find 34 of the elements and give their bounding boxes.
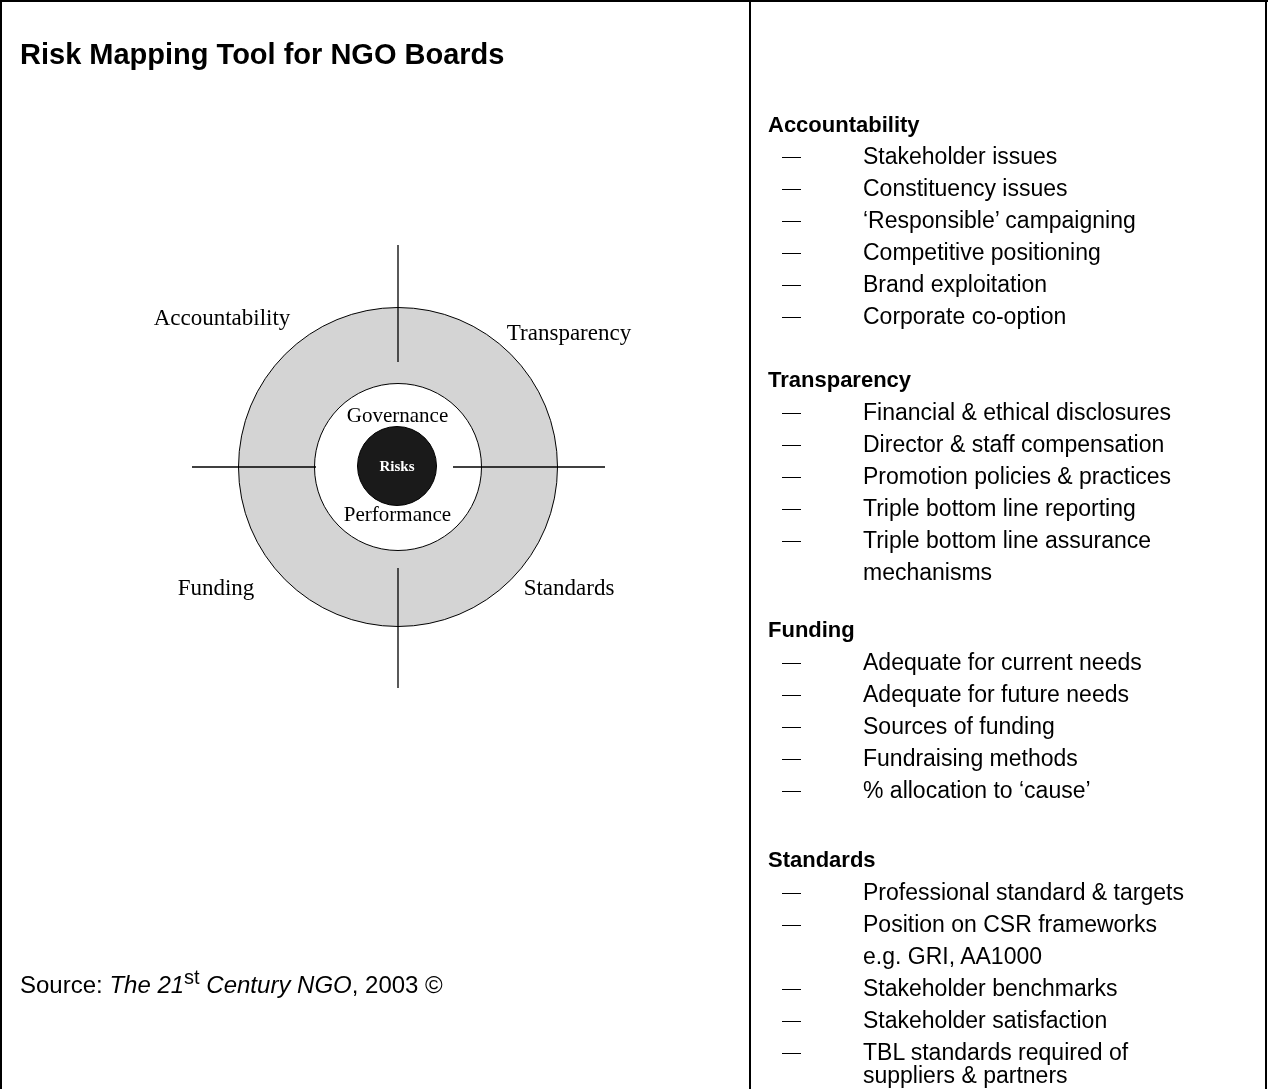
quadrant-label: Accountability <box>152 304 292 332</box>
list-item: Fundraising methods <box>863 744 1079 773</box>
circle-label: Governance <box>345 403 450 426</box>
title: Risk Mapping Tool for NGO Boards <box>20 38 505 71</box>
category-heading: Standards <box>768 847 876 873</box>
list-item: Triple bottom line assurance mechanisms <box>863 526 1153 587</box>
list-item: Promotion policies & practices <box>863 462 1173 491</box>
circle-label: Performance <box>342 502 453 525</box>
list-item: Constituency issues <box>863 174 1069 203</box>
quadrant-label: Funding <box>176 574 256 602</box>
list-item: Sources of funding <box>863 712 1056 741</box>
list-item: Professional standard & targets <box>863 878 1185 907</box>
list-item: Stakeholder issues <box>863 142 1059 171</box>
circle-label: Risks <box>378 457 416 476</box>
quadrant-label: Transparency <box>505 319 633 347</box>
list-item: Director & staff compensation <box>863 430 1166 459</box>
category-heading: Transparency <box>768 367 912 393</box>
source-caption: Source: The 21$^{st}$ Century NGO, 2003 © <box>20 966 443 999</box>
list-item: Adequate for current needs <box>863 648 1143 677</box>
list-item: Competitive positioning <box>863 238 1102 267</box>
list-item: Triple bottom line reporting <box>863 494 1137 523</box>
category-heading: Funding <box>768 617 855 643</box>
list-item: Stakeholder satisfaction <box>863 1006 1109 1035</box>
quadrant-label: Standards <box>522 574 616 602</box>
list-item: Adequate for future needs <box>863 680 1130 709</box>
list-item: Position on CSR frameworks e.g. GRI, AA1000 <box>863 910 1158 971</box>
list-item: Financial & ethical disclosures <box>863 398 1173 427</box>
list-item: Brand exploitation <box>863 270 1049 299</box>
list-item: Stakeholder benchmarks <box>863 974 1119 1003</box>
list-item: Corporate co-option <box>863 302 1068 331</box>
list-item: TBL standards required of suppliers & partners <box>863 1040 1130 1087</box>
category-heading: Accountability <box>768 112 920 138</box>
list-item: % allocation to ‘cause’ <box>863 776 1092 805</box>
list-item: ‘Responsible’ campaigning <box>863 206 1137 235</box>
